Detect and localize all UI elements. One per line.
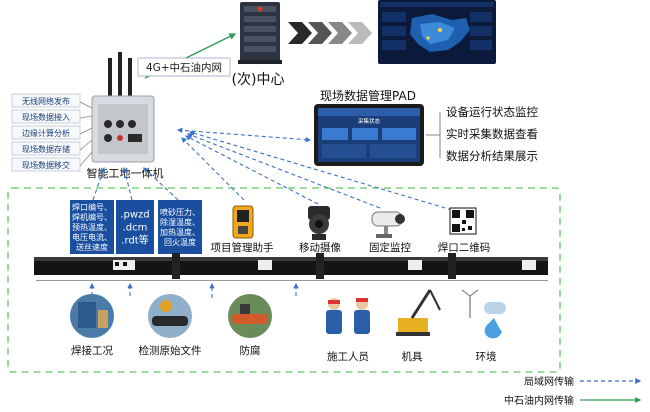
mobile-camera-icon [308, 206, 330, 240]
data-field-line: 喷砂压力、 [160, 207, 200, 217]
data-field-line: 加热温度、 [160, 227, 200, 237]
data-field-line: 回火温度 [164, 237, 196, 247]
chevron-arrows-icon [288, 22, 372, 44]
function-item-label: 现场数据移交 [22, 160, 70, 170]
pm-assistant-icon [232, 205, 254, 239]
weld-qr-icon [449, 207, 477, 235]
device-label: 项目管理助手 [211, 241, 274, 254]
field-area-frame [7, 187, 561, 373]
pad-feature-label: 实时采集数据查看 [446, 127, 538, 141]
data-field-boxes: 焊口编号、焊机编号、预热温度、电压电流、送丝速度 .pwzd .dcm.rdt等 喷砂… [70, 200, 202, 254]
function-item-box [11, 93, 81, 108]
environment-icon [461, 289, 506, 339]
lan-uplink-arrows [92, 127, 453, 211]
data-field-line: 电压电流、 [72, 232, 112, 242]
function-item-label: 边缘计算分析 [22, 128, 70, 138]
data-field-line: 送丝速度 [76, 242, 108, 252]
center-label: (次)中心 [232, 72, 285, 88]
fixed-monitor-icon [371, 211, 405, 238]
data-field-line: .rdt等 [121, 234, 148, 247]
pad-title: 现场数据管理PAD [320, 88, 416, 103]
data-field-line: 焊口编号、 [72, 202, 112, 212]
source-label: 施工人员 [327, 350, 369, 363]
machinery-icon [396, 289, 441, 336]
source-labels: 焊接工况 检测原始文件 防腐 施工人员 机具 环境 [71, 344, 497, 363]
data-field-line: 除湿温度、 [160, 217, 200, 227]
function-item-box [11, 141, 81, 156]
pad-feature-label: 数据分析结果展示 [446, 149, 538, 163]
server-rack-icon [238, 2, 282, 64]
workers-icon [326, 298, 370, 334]
function-item-label: 无线网络发布 [22, 96, 70, 106]
pipeline-icon [34, 253, 548, 281]
anticorrosion-photo [228, 294, 272, 338]
source-label: 机具 [402, 350, 423, 363]
pad-device-icon: 采集状态 [314, 104, 424, 166]
function-item-box [11, 125, 81, 140]
inspection-photo [148, 294, 192, 338]
data-field-line: 预热温度、 [72, 222, 112, 232]
lan-source-arrows [89, 282, 299, 298]
data-field-line: .dcm [123, 223, 148, 234]
source-label: 检测原始文件 [139, 344, 202, 357]
function-item-label: 现场数据接入 [22, 112, 70, 122]
pad-feature-label: 设备运行状态监控 [446, 105, 538, 119]
device-label: 焊口二维码 [438, 241, 491, 254]
function-item-label: 现场数据存储 [22, 144, 70, 154]
source-label: 防腐 [240, 344, 261, 357]
legend: 局域网传输 中石油内网传输 [504, 375, 642, 407]
dashboard-screen-icon [378, 0, 496, 64]
data-field-box [158, 200, 202, 254]
function-item-box [11, 157, 81, 172]
function-item-box [11, 109, 81, 124]
smart-terminal-icon [91, 52, 155, 163]
device-label: 移动摄像 [299, 241, 341, 254]
device-label: 固定监控 [369, 241, 411, 254]
device-labels: 项目管理助手 移动摄像 固定监控 焊口二维码 [211, 241, 491, 254]
terminal-label: 智能工地一体机 [87, 166, 164, 180]
data-field-line: .pwzd [120, 210, 149, 221]
network-label-box: 4G+中石油内网 [137, 57, 231, 77]
data-field-box [70, 200, 114, 254]
source-label: 环境 [476, 350, 497, 363]
legend-intranet-label: 中石油内网传输 [504, 394, 574, 407]
pad-screen-title: 采集状态 [358, 117, 381, 125]
data-field-box [116, 200, 154, 254]
network-label: 4G+中石油内网 [146, 61, 222, 74]
source-label: 焊接工况 [71, 344, 113, 357]
legend-lan-label: 局域网传输 [524, 375, 574, 388]
data-field-line: 焊机编号、 [72, 212, 112, 222]
welding-photo [70, 294, 114, 338]
